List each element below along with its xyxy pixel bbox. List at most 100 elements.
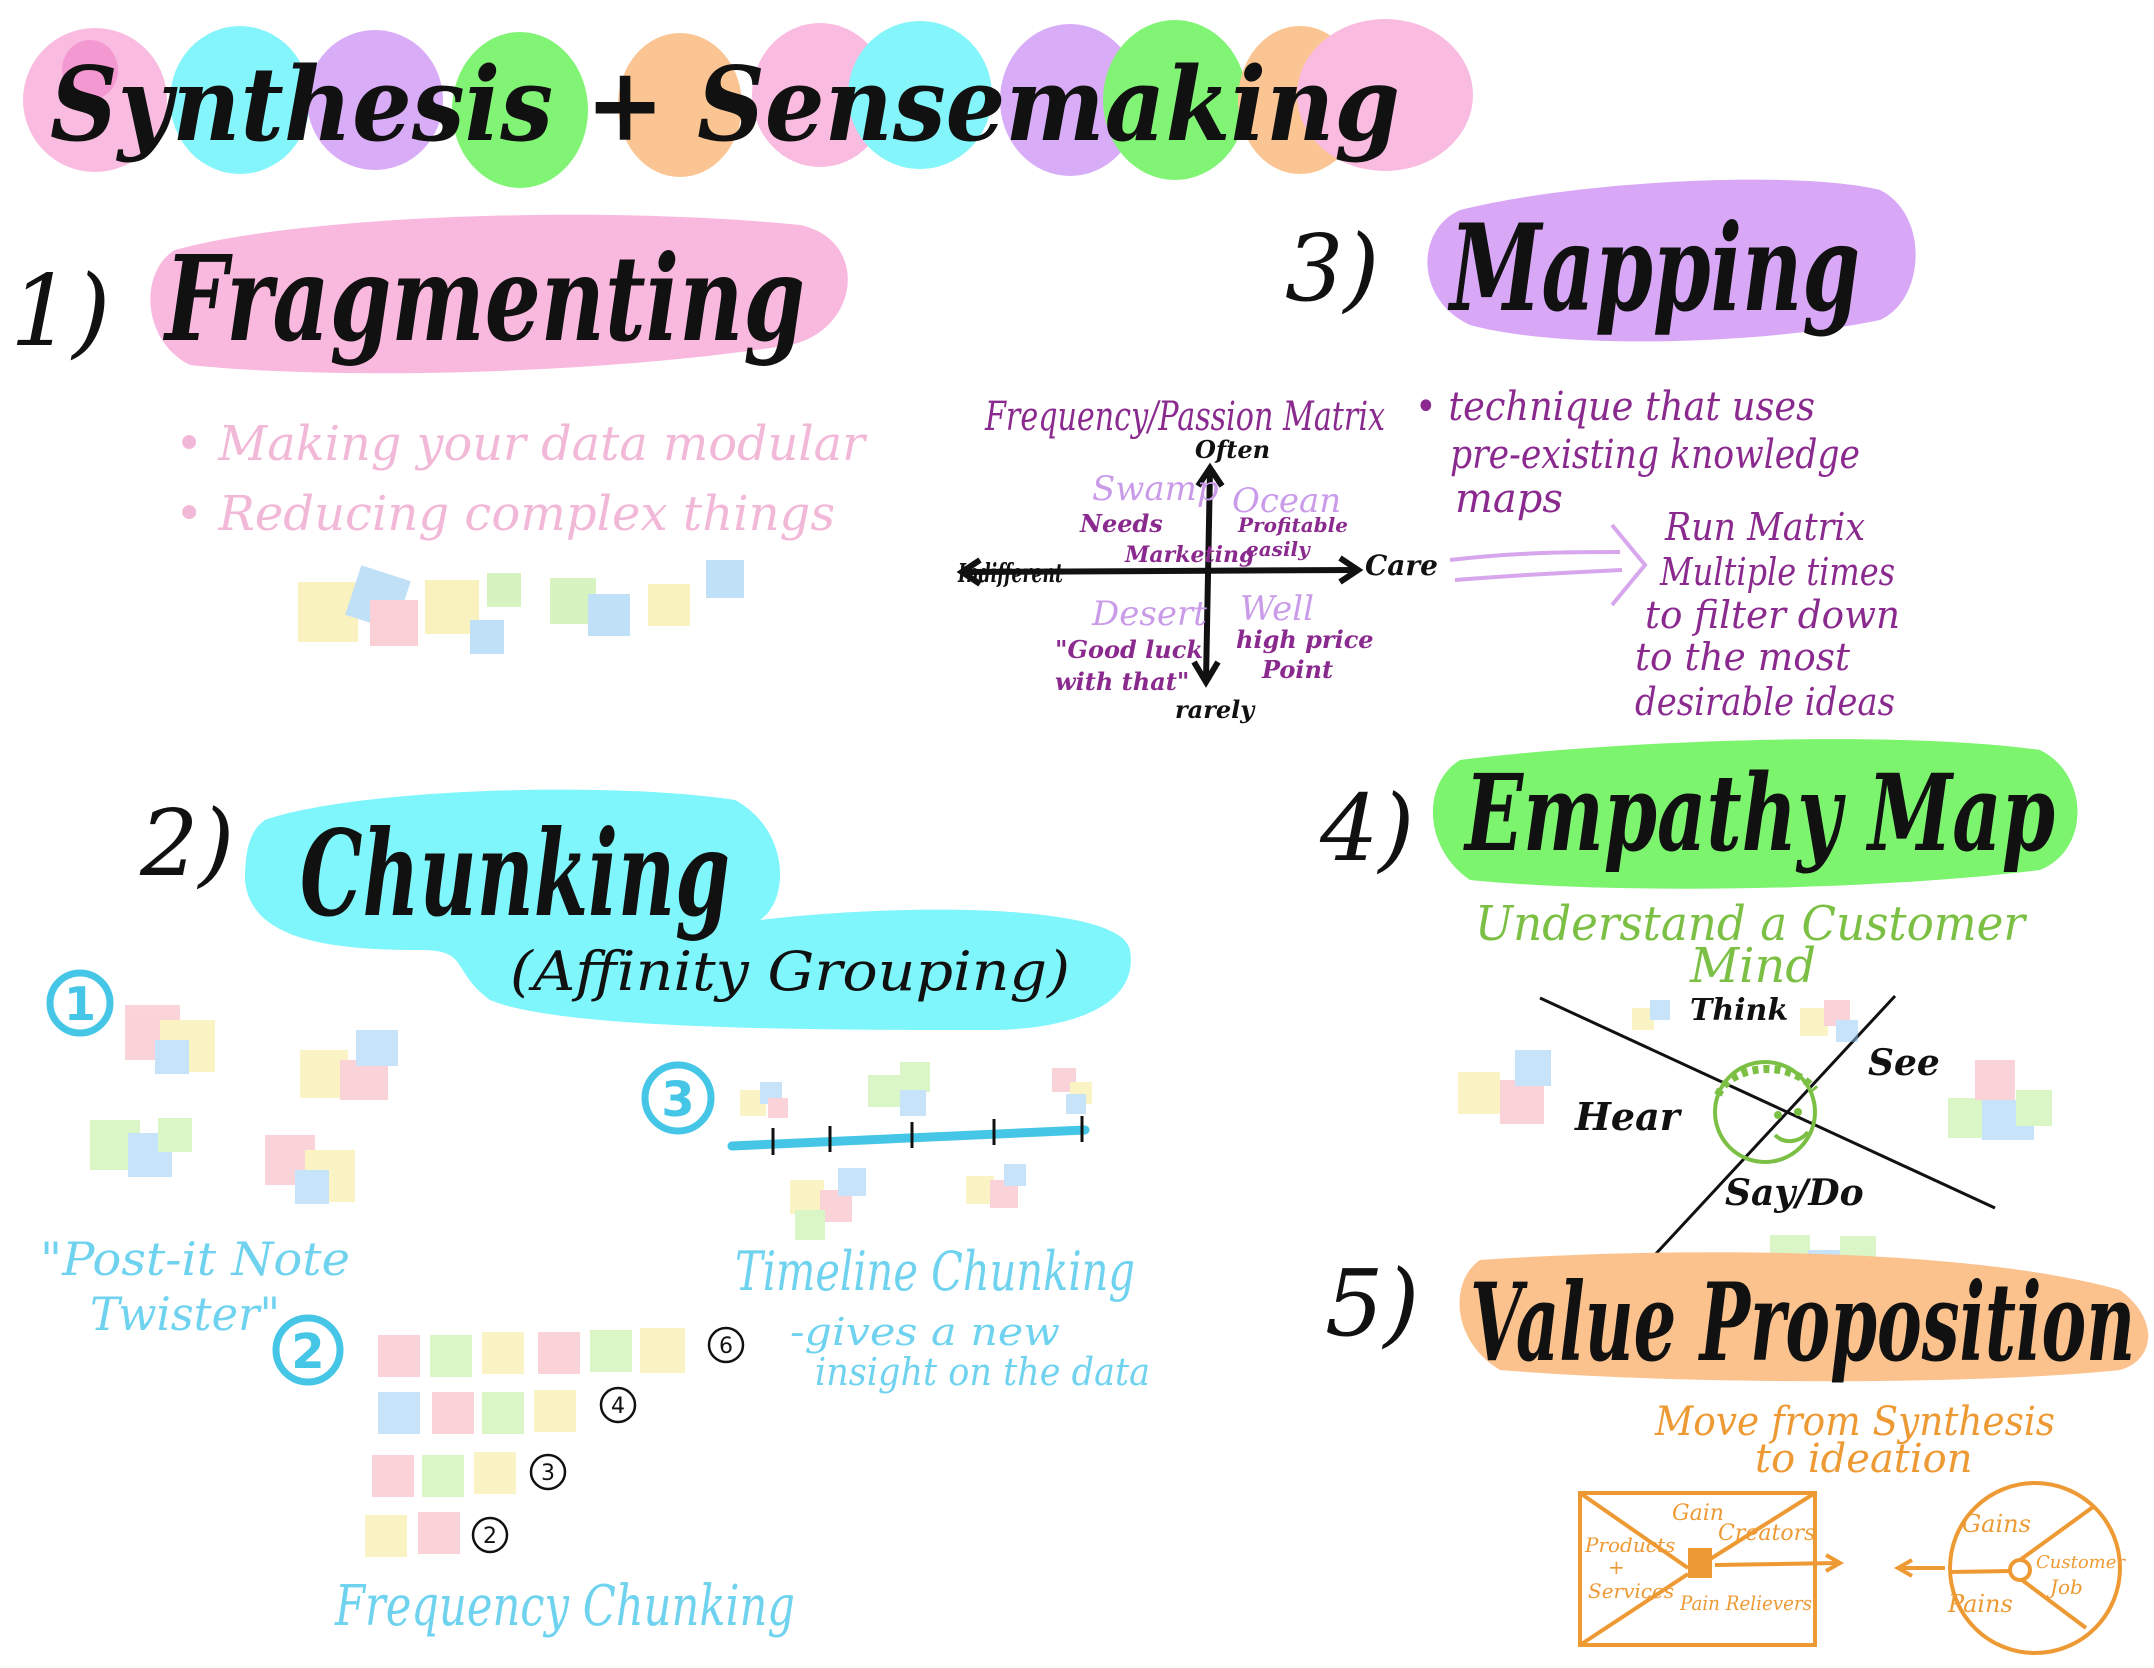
pains-label: Pains xyxy=(1947,1590,2013,1618)
frequency-caption: Frequency Chunking xyxy=(334,1574,795,1639)
products-label-1: Products xyxy=(1584,1533,1675,1557)
svg-text:6: 6 xyxy=(719,1334,733,1359)
empathy-quadrant-hear: Hear xyxy=(1574,1094,1683,1139)
timeline-note-line-2: insight on the data xyxy=(815,1350,1150,1394)
desert-note-1: "Good luck xyxy=(1055,635,1203,664)
empathy-number: 4) xyxy=(1319,775,1414,882)
value-number: 5) xyxy=(1325,1250,1419,1357)
frequency-count-4: 4 xyxy=(599,1386,637,1424)
customer-job-label-2: Job xyxy=(2046,1575,2083,1599)
swamp-note-2: Marketing xyxy=(1124,542,1254,568)
customer-face-icon xyxy=(1713,1060,1819,1164)
quadrant-well: Well xyxy=(1240,589,1314,629)
gains-label: Gains xyxy=(1962,1510,2031,1538)
frequency-count-2: 2 xyxy=(471,1516,509,1554)
timeline-post-it-notes xyxy=(740,1062,1092,1240)
section-value-proposition: 5) Value Proposition Move from Synthesis… xyxy=(1325,1250,2149,1655)
run-note-line-3: to filter down xyxy=(1645,593,1900,637)
mapping-heading: Mapping xyxy=(1447,198,1860,339)
group-3-marker: 3 xyxy=(641,1061,715,1135)
products-label-3: Services xyxy=(1588,1579,1674,1603)
value-heading: Value Proposition xyxy=(1470,1260,2135,1386)
fragmenting-bullet-1: • Making your data modular xyxy=(175,416,868,472)
section-empathy-map: 4) Empathy Map Understand a Customer Min… xyxy=(1319,739,2078,1294)
fragmenting-number: 1) xyxy=(10,255,111,369)
empathy-subtitle-line-1: Understand a Customer xyxy=(1475,896,2028,952)
quadrant-ocean: Ocean xyxy=(1232,481,1341,521)
run-note-line-5: desirable ideas xyxy=(1635,680,1895,724)
frequency-count-6: 6 xyxy=(707,1326,745,1364)
section-chunking: 2) Chunking (Affinity Grouping) 1 "Post-… xyxy=(40,789,1150,1639)
desert-note-2: with that" xyxy=(1055,667,1189,696)
svg-text:4: 4 xyxy=(611,1394,625,1419)
group-1-label: 1 xyxy=(64,977,96,1031)
well-note-1: high price xyxy=(1236,625,1374,654)
value-subtitle-line-2: to ideation xyxy=(1755,1436,1973,1482)
run-note-line-4: to the most xyxy=(1635,635,1851,679)
timeline-note-line-1: -gives a new xyxy=(790,1310,1060,1354)
chunking-subheading: (Affinity Grouping) xyxy=(510,940,1070,1003)
ocean-note-1: Profitable xyxy=(1237,513,1348,537)
group-3-label: 3 xyxy=(661,1072,694,1128)
chunking-number: 2) xyxy=(139,790,234,897)
swamp-note-1: Needs xyxy=(1079,509,1163,538)
run-note-line-2: Multiple times xyxy=(1659,550,1895,594)
mapping-bullet-line-1: • technique that uses xyxy=(1415,384,1815,430)
value-highlight xyxy=(1459,1252,2149,1382)
chunking-heading: Chunking xyxy=(300,804,730,943)
empathy-map-diagram: Think See Hear Say/Do xyxy=(1539,993,1996,1260)
axis-bottom-rarely: rarely xyxy=(1175,695,1256,724)
group-2-marker: 2 xyxy=(272,1314,344,1386)
twister-caption-line-2: Twister" xyxy=(90,1287,280,1341)
group-2-label: 2 xyxy=(291,1324,324,1380)
matrix-title: Frequency/Passion Matrix xyxy=(984,394,1385,440)
section-fragmenting: 1) Fragmenting • Making your data modula… xyxy=(10,214,868,654)
twister-post-it-notes xyxy=(90,1005,398,1204)
frequency-passion-matrix: Often rarely Indifferent Care Swamp Need… xyxy=(956,435,1438,724)
mapping-highlight xyxy=(1427,179,1916,342)
title-banner: Synthesis + Sensemaking xyxy=(23,19,1473,188)
quadrant-swamp: Swamp xyxy=(1092,469,1219,509)
fragmenting-highlight xyxy=(150,214,848,374)
fragmenting-bullet-2: • Reducing complex things xyxy=(175,486,835,542)
frequency-post-it-rows xyxy=(365,1328,685,1557)
empathy-quadrant-see: See xyxy=(1868,1042,1940,1084)
value-subtitle-line-1: Move from Synthesis xyxy=(1654,1399,2055,1445)
quadrant-desert: Desert xyxy=(1091,594,1207,634)
title-color-blobs xyxy=(23,19,1473,188)
timeline-caption: Timeline Chunking xyxy=(735,1240,1135,1303)
empathy-heading: Empathy Map xyxy=(1463,750,2055,875)
products-label-2: + xyxy=(1608,1555,1625,1579)
twister-caption-line-1: "Post-it Note xyxy=(40,1232,350,1286)
ocean-note-2: easily xyxy=(1246,537,1311,561)
mapping-number: 3) xyxy=(1285,215,1379,322)
frequency-count-3: 3 xyxy=(529,1453,567,1491)
axis-left-indifferent: Indifferent xyxy=(957,559,1063,589)
svg-text:3: 3 xyxy=(541,1461,555,1486)
customer-profile-circle xyxy=(1893,1481,2122,1655)
gain-creators-label-2: Creators xyxy=(1718,1521,1815,1546)
empathy-subtitle-line-2: Mind xyxy=(1689,938,1816,994)
chunking-highlight xyxy=(245,789,1131,1030)
axis-top-often: Often xyxy=(1195,435,1270,464)
well-note-2: Point xyxy=(1261,655,1333,684)
customer-job-label-1: Customer xyxy=(2036,1552,2126,1573)
empathy-quadrant-saydo: Say/Do xyxy=(1725,1172,1864,1214)
pain-relievers-label: Pain Relievers xyxy=(1679,1591,1812,1615)
fragmenting-heading: Fragmenting xyxy=(163,229,805,368)
run-matrix-arrow xyxy=(1449,523,1648,607)
section-mapping: 3) Mapping Frequency/Passion Matrix Ofte… xyxy=(956,179,1916,724)
page-title: Synthesis + Sensemaking xyxy=(50,45,1400,165)
svg-text:2: 2 xyxy=(483,1524,497,1549)
run-note-line-1: Run Matrix xyxy=(1664,505,1865,549)
timeline-line xyxy=(727,1116,1090,1155)
empathy-highlight xyxy=(1432,739,2078,889)
mapping-bullet-line-3: maps xyxy=(1455,476,1563,522)
mapping-bullet-line-2: pre-existing knowledge xyxy=(1450,432,1860,478)
empathy-quadrant-think: Think xyxy=(1690,993,1788,1028)
value-map-square xyxy=(1578,1491,1845,1647)
gain-creators-label-1: Gain xyxy=(1672,1501,1724,1526)
group-1-marker: 1 xyxy=(46,969,114,1037)
axis-right-care: Care xyxy=(1365,549,1438,582)
